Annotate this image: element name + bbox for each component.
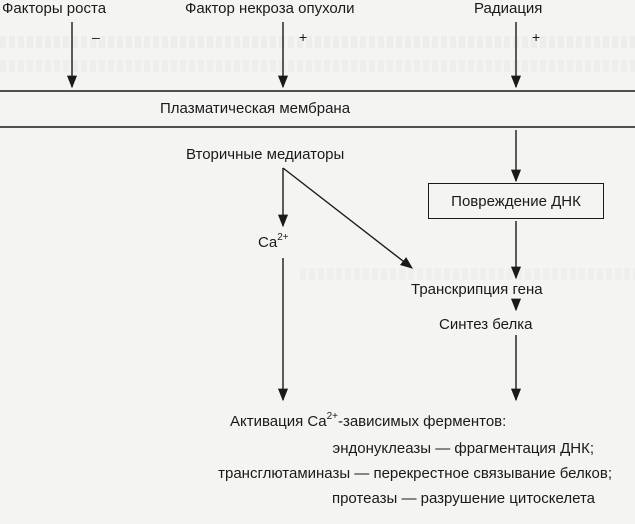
page-bleed-low: [300, 268, 635, 280]
label-growth-factors: Факторы роста: [2, 0, 107, 17]
box-dna-damage: Повреждение ДНК: [428, 183, 604, 219]
activation-charge: 2+: [326, 411, 338, 422]
page-bleed-mid: [0, 60, 635, 72]
calcium-base: Ca: [258, 234, 278, 251]
enzyme-proteases: протеазы — разрушение цитоскелета: [331, 490, 595, 507]
activation-prefix: Активация Ca: [230, 413, 327, 430]
enzyme-endonucleases: эндонуклеазы — фрагментация ДНК;: [332, 440, 594, 457]
label-calcium: Ca2+: [258, 232, 289, 252]
arrow-mediators-to-transcription: [282, 167, 413, 269]
label-plasma-membrane: Плазматическая мембрана: [160, 100, 351, 117]
page-bleed-top: [0, 36, 635, 48]
label-activation: Активация Ca2+-зависимых ферментов:: [230, 411, 507, 431]
label-protein-synthesis: Синтез белка: [439, 316, 533, 333]
sign-radiation: +: [532, 29, 541, 45]
sign-tnf: +: [299, 29, 308, 45]
label-dna-damage: Повреждение ДНК: [451, 192, 581, 210]
label-tnf: Фактор некроза опухоли: [185, 0, 355, 17]
enzyme-transglutaminases: трансглютаминазы — перекрестное связыван…: [218, 465, 612, 482]
label-radiation: Радиация: [474, 0, 543, 17]
activation-suffix: -зависимых ферментов:: [337, 413, 507, 430]
calcium-charge: 2+: [277, 232, 289, 243]
sign-growth-factors: –: [92, 29, 100, 45]
label-gene-transcription: Транскрипция гена: [411, 281, 543, 298]
label-secondary-mediators: Вторичные медиаторы: [186, 146, 345, 163]
